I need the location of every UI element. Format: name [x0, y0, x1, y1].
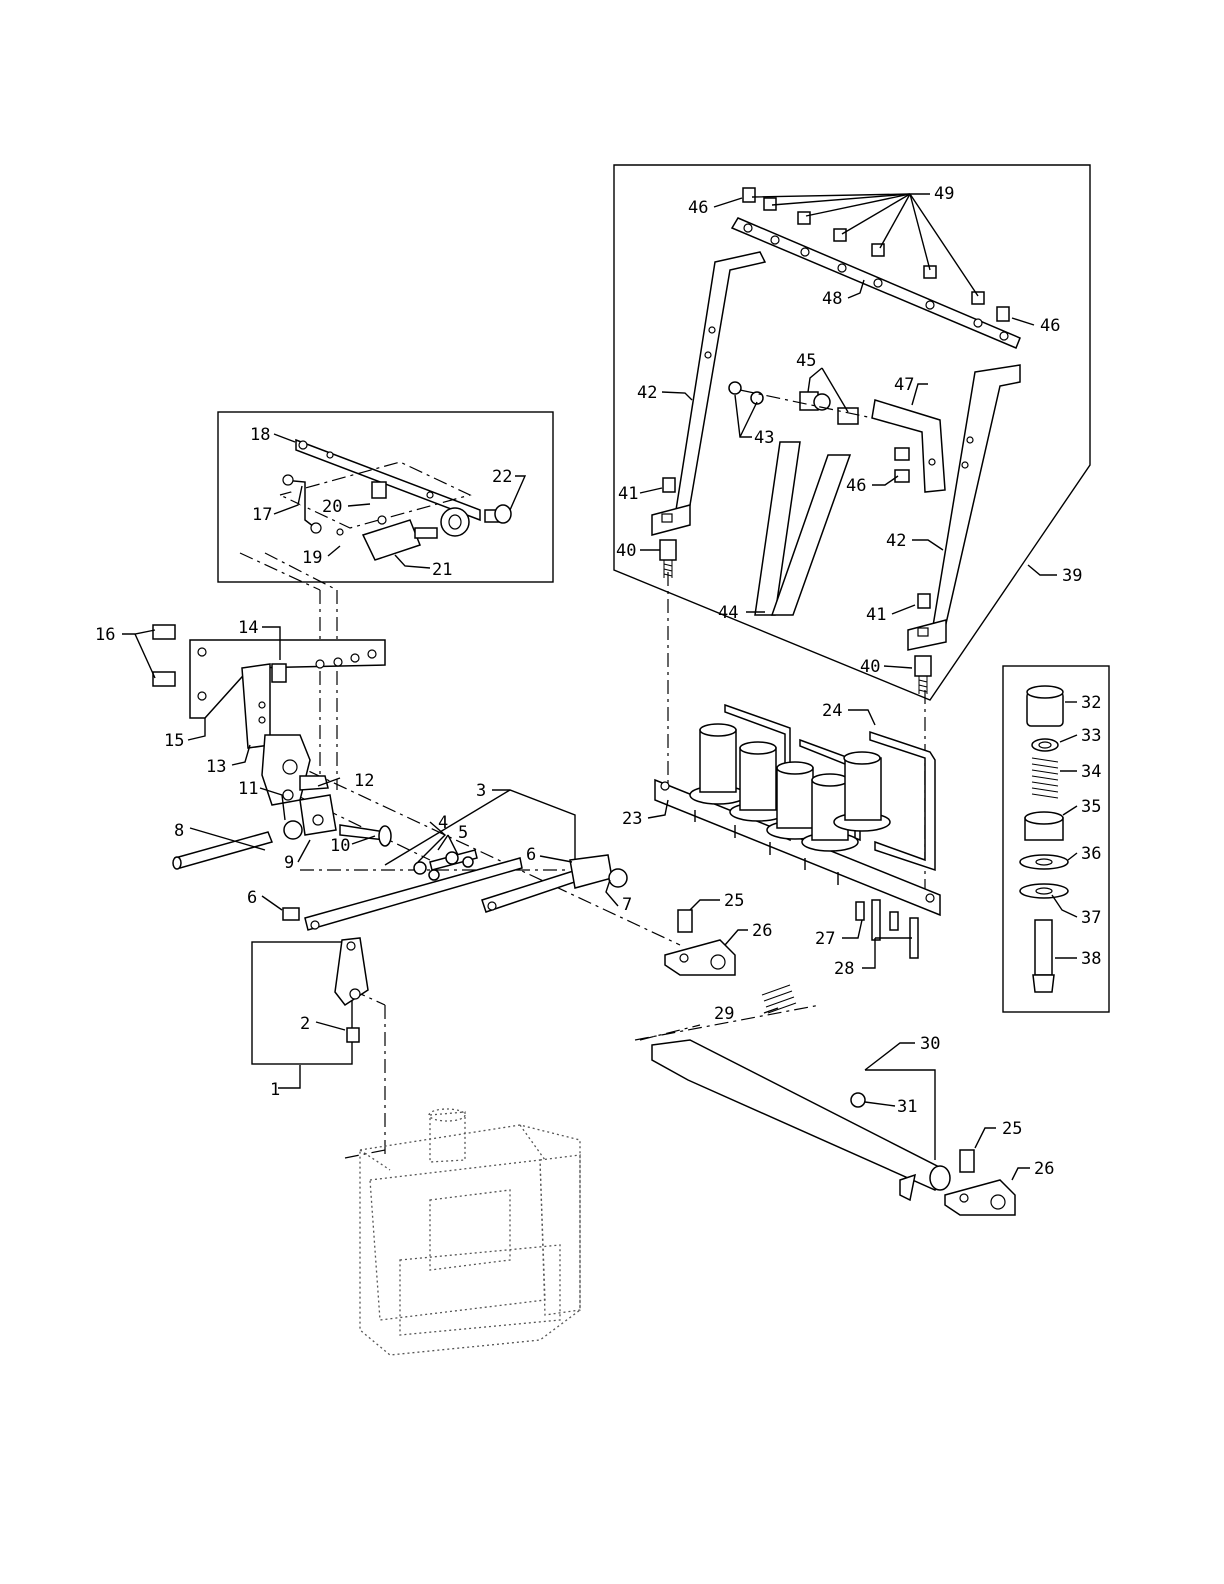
- callout-24: 24: [822, 701, 842, 721]
- shaft-assembly: [652, 910, 1015, 1215]
- callout-26-upper: 26: [752, 921, 772, 941]
- callout-30: 30: [920, 1034, 940, 1054]
- callout-15: 15: [164, 731, 184, 751]
- callout-32: 32: [1081, 693, 1101, 713]
- callout-38: 38: [1081, 949, 1101, 969]
- callout-6-left: 6: [247, 888, 257, 908]
- callout-45: 45: [796, 351, 816, 371]
- callout-48: 48: [822, 289, 842, 309]
- callout-21: 21: [432, 560, 452, 580]
- callout-10: 10: [330, 836, 350, 856]
- callout-7: 7: [622, 895, 632, 915]
- callout-40-left: 40: [616, 541, 636, 561]
- callout-41-right: 41: [866, 605, 886, 625]
- callout-5: 5: [458, 823, 468, 843]
- callout-17: 17: [252, 505, 272, 525]
- callout-26-lower: 26: [1034, 1159, 1054, 1179]
- callout-29: 29: [714, 1004, 734, 1024]
- link-arm-assembly: [283, 850, 627, 930]
- callout-41-left: 41: [618, 484, 638, 504]
- inset-frame-lever: [252, 942, 352, 1064]
- callout-16: 16: [95, 625, 115, 645]
- callout-49: 49: [934, 184, 954, 204]
- callout-12: 12: [354, 771, 374, 791]
- callout-39: 39: [1062, 566, 1082, 586]
- callout-42-right: 42: [886, 531, 906, 551]
- lever-plate-assembly: [153, 625, 391, 869]
- thread-stand-assembly: [652, 188, 1020, 694]
- callout-6-right: 6: [526, 845, 536, 865]
- tension-disc-parts: [1020, 686, 1068, 992]
- callout-35: 35: [1081, 797, 1101, 817]
- callout-46-top: 46: [688, 198, 708, 218]
- callout-14: 14: [238, 618, 258, 638]
- tension-assembly: [655, 705, 940, 958]
- callout-8: 8: [174, 821, 184, 841]
- callout-2: 2: [300, 1014, 310, 1034]
- callout-4: 4: [438, 813, 448, 833]
- callout-42-left: 42: [637, 383, 657, 403]
- callout-19: 19: [302, 548, 322, 568]
- callout-31: 31: [897, 1097, 917, 1117]
- callout-27: 27: [815, 929, 835, 949]
- callout-23: 23: [622, 809, 642, 829]
- callout-43: 43: [754, 428, 774, 448]
- callout-20: 20: [322, 497, 342, 517]
- callout-11: 11: [238, 779, 258, 799]
- callout-25-lower: 25: [1002, 1119, 1022, 1139]
- callout-34: 34: [1081, 762, 1101, 782]
- callout-28: 28: [834, 959, 854, 979]
- callout-36: 36: [1081, 844, 1101, 864]
- callout-9: 9: [284, 853, 294, 873]
- callout-3: 3: [476, 781, 486, 801]
- link-assembly: [280, 440, 511, 560]
- callout-33: 33: [1081, 726, 1101, 746]
- callout-22: 22: [492, 467, 512, 487]
- callout-46-middle: 46: [846, 476, 866, 496]
- machine-body-outline: [360, 1109, 580, 1355]
- inset-frame-thread-stand: [614, 165, 1090, 700]
- callout-37: 37: [1081, 908, 1101, 928]
- callout-1: 1: [270, 1080, 280, 1100]
- callout-46-right: 46: [1040, 316, 1060, 336]
- callout-40-right: 40: [860, 657, 880, 677]
- callout-25-upper: 25: [724, 891, 744, 911]
- callout-13: 13: [206, 757, 226, 777]
- callout-44: 44: [718, 603, 738, 623]
- callout-18: 18: [250, 425, 270, 445]
- callout-47: 47: [894, 375, 914, 395]
